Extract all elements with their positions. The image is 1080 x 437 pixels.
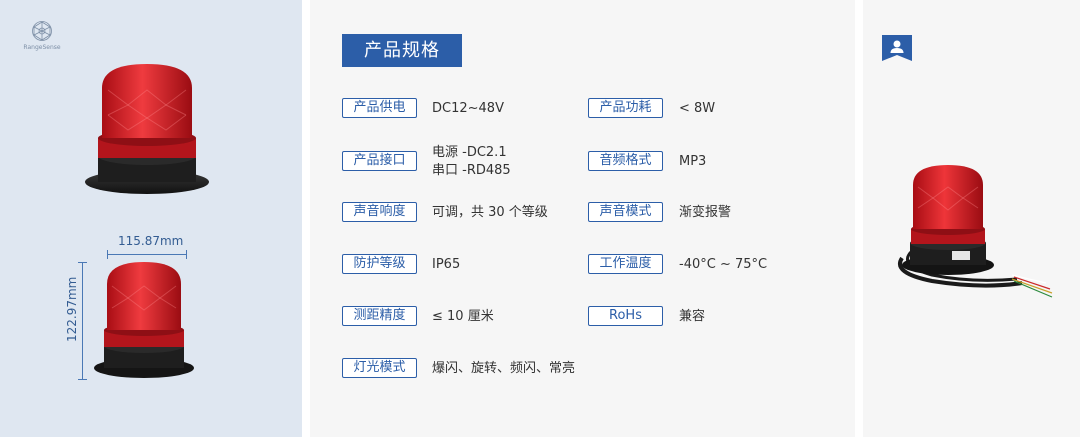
spec-label-light-mode: 灯光模式 <box>342 358 417 378</box>
spec-value-sound-mode: 渐变报警 <box>679 205 732 220</box>
width-dimension-label: 115.87mm <box>118 234 184 248</box>
lamp-image-dimensioned <box>94 262 194 378</box>
spec-label-rohs: RoHs <box>588 306 663 326</box>
spec-value-power-consumption: < 8W <box>679 101 716 116</box>
spec-label-ranging-accuracy: 测距精度 <box>342 306 417 326</box>
spec-value-volume: 可调，共 30 个等级 <box>432 205 548 220</box>
spec-label-volume: 声音响度 <box>342 202 417 222</box>
logo-icon <box>32 21 52 41</box>
spec-label-interface: 产品接口 <box>342 151 417 171</box>
spec-label-protection: 防护等级 <box>342 254 417 274</box>
spec-label-operating-temp: 工作温度 <box>588 254 663 274</box>
spec-value-rohs: 兼容 <box>679 309 706 324</box>
spec-label-audio-format: 音频格式 <box>588 151 663 171</box>
height-dimension-line <box>78 262 88 380</box>
spec-value-audio-format: MP3 <box>679 154 707 169</box>
lamp-image-with-cable <box>898 165 1053 298</box>
spec-value-operating-temp: -40°C ~ 75°C <box>679 257 768 272</box>
spec-value-light-mode: 爆闪、旋转、频闪、常亮 <box>432 361 576 376</box>
height-dimension-label: 122.97mm <box>65 276 79 342</box>
spec-value-power-supply: DC12~48V <box>432 101 504 116</box>
spec-value-ranging-accuracy: ≤ 10 厘米 <box>432 309 494 324</box>
spec-value-protection: IP65 <box>432 257 461 272</box>
logo-text: RangeSense <box>23 44 61 51</box>
spec-value-interface-line2: 串口 -RD485 <box>432 163 511 178</box>
spec-value-interface-line1: 电源 -DC2.1 <box>432 145 507 160</box>
lamp-image-top <box>85 64 209 194</box>
spec-label-sound-mode: 声音模式 <box>588 202 663 222</box>
width-dimension-line <box>107 250 187 260</box>
user-icon <box>882 35 912 61</box>
page-title: 产品规格 <box>342 34 462 67</box>
spec-label-power-supply: 产品供电 <box>342 98 417 118</box>
brand-logo: RangeSense <box>22 20 62 51</box>
spec-label-power-consumption: 产品功耗 <box>588 98 663 118</box>
